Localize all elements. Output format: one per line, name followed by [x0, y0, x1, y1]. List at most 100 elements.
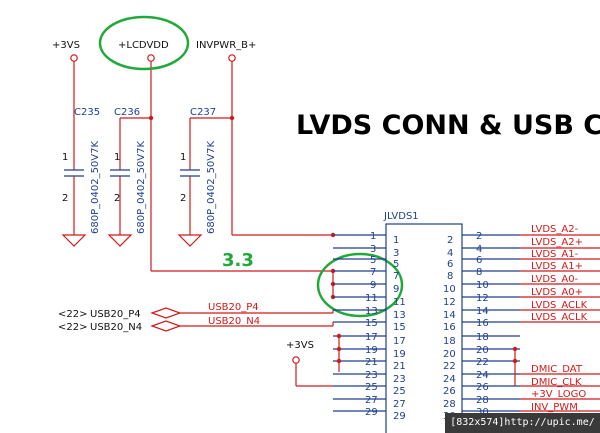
pin-lo-23: 23	[365, 370, 378, 381]
rail-lcdvdd-terminal	[147, 54, 155, 62]
pin-ri-14: 14	[443, 310, 456, 321]
pin-ri-12: 12	[443, 297, 456, 308]
pin-lo-9: 9	[370, 280, 376, 291]
pin-ri-24: 24	[443, 374, 456, 385]
rail-invpwr-label: INVPWR_B+	[196, 40, 256, 51]
usb-p4-net: USB20_P4	[90, 309, 141, 320]
pin-li-27: 27	[393, 399, 406, 410]
voltage-annotation: 3.3	[222, 250, 254, 271]
ground-symbol-c237	[177, 234, 203, 247]
usb-n4-port-symbol	[150, 320, 182, 332]
pin-lo-1: 1	[370, 231, 376, 242]
cap-c235-ref: C235	[74, 107, 100, 118]
usb-n4-net: USB20_N4	[90, 322, 142, 333]
net-dmic-clk: DMIC_CLK	[531, 377, 582, 388]
pin-ri-6: 6	[447, 259, 453, 270]
usb-p4-red-label: USB20_P4	[208, 302, 259, 313]
pin-li-7: 7	[393, 271, 399, 282]
pin-lo-15: 15	[365, 318, 378, 329]
pin-ri-8: 8	[447, 271, 453, 282]
pin-lo-21: 21	[365, 357, 378, 368]
pin-li-15: 15	[393, 322, 406, 333]
pin-ro-18: 18	[476, 332, 489, 343]
pin-ri-2: 2	[447, 235, 453, 246]
pin-lo-5: 5	[370, 255, 376, 266]
pin-ro-6: 6	[476, 255, 482, 266]
pin-li-23: 23	[393, 374, 406, 385]
ground-symbol-c236	[107, 234, 133, 247]
pin-lo-17: 17	[365, 332, 378, 343]
pin-ro-8: 8	[476, 267, 482, 278]
net-lvds-a1-minus: LVDS_A1-	[531, 249, 579, 260]
pin-lo-25: 25	[365, 382, 378, 393]
usb-p4-ref: <22>	[58, 309, 87, 320]
cap-c235-value: 680P_0402_50V7K	[90, 141, 101, 234]
pin-li-19: 19	[393, 349, 406, 360]
usb-n4-red-label: USB20_N4	[208, 316, 260, 327]
pin-ro-10: 10	[476, 280, 489, 291]
pin-ro-22: 22	[476, 357, 489, 368]
pin-ro-4: 4	[476, 244, 482, 255]
connector-body	[385, 223, 463, 433]
pin-lo-11: 11	[365, 293, 378, 304]
pin-lo-19: 19	[365, 345, 378, 356]
ground-symbol-c235	[61, 234, 87, 247]
highlight-lcdvdd-ellipse	[98, 15, 190, 71]
pin-ri-16: 16	[443, 322, 456, 333]
rail-invpwr-terminal	[228, 54, 236, 62]
pin-li-5: 5	[393, 259, 399, 270]
pin-ro-16: 16	[476, 318, 489, 329]
pin-li-3: 3	[393, 248, 399, 259]
watermark-banner: [832x574]http://upic.me/	[445, 413, 600, 433]
pin-ro-30: 30	[476, 407, 489, 418]
cap-c237-ref: C237	[190, 107, 216, 118]
highlight-pins-ellipse	[316, 252, 404, 318]
cap-c235-pin2: 2	[62, 193, 68, 204]
pin-lo-27: 27	[365, 395, 378, 406]
rail-3vs-lower-terminal	[292, 356, 300, 364]
pin-lo-7: 7	[370, 267, 376, 278]
net-lvds-a0-minus: LVDS_A0-	[531, 274, 579, 285]
cap-c236-pin2: 2	[114, 193, 120, 204]
pin-li-29: 29	[393, 411, 406, 422]
cap-c237-pin2: 2	[180, 193, 186, 204]
pin-ri-4: 4	[447, 248, 453, 259]
net-dmic-dat: DMIC_DAT	[531, 364, 583, 375]
cap-c236-value: 680P_0402_50V7K	[136, 141, 147, 234]
rail-3vs-label: +3VS	[52, 40, 80, 51]
pin-lo-13: 13	[365, 306, 378, 317]
pin-li-9: 9	[393, 284, 399, 295]
pin-ro-12: 12	[476, 293, 489, 304]
net-lvds-a1-plus: LVDS_A1+	[531, 261, 583, 272]
usb-p4-port-symbol	[150, 307, 182, 319]
pin-ri-22: 22	[443, 361, 456, 372]
pin-ri-28: 28	[443, 399, 456, 410]
pin-lo-29: 29	[365, 407, 378, 418]
pin-ri-20: 20	[443, 349, 456, 360]
cap-c236-ref: C236	[114, 107, 140, 118]
pin-ri-10: 10	[443, 284, 456, 295]
cap-c237-pin1: 1	[180, 152, 186, 163]
connector-ref: JLVDS1	[383, 211, 419, 222]
pin-ro-20: 20	[476, 345, 489, 356]
pin-ri-18: 18	[443, 336, 456, 347]
pin-li-17: 17	[393, 336, 406, 347]
net-lvds-a2-plus: LVDS_A2+	[531, 237, 583, 248]
sheet-title: LVDS CONN & USB C	[296, 110, 600, 141]
net-inv-pwm: INV_PWM	[531, 402, 578, 413]
pin-li-1: 1	[393, 235, 399, 246]
net-lvds-a0-plus: LVDS_A0+	[531, 287, 583, 298]
rail-lcdvdd-label: +LCDVDD	[118, 40, 169, 51]
pin-li-11: 11	[393, 297, 406, 308]
cap-c236-pin1: 1	[114, 152, 120, 163]
net-lvds-aclk-2: LVDS_ACLK	[531, 312, 588, 323]
net-lvds-aclk-1: LVDS_ACLK	[531, 300, 588, 311]
cap-c237-value: 680P_0402_50V7K	[206, 141, 217, 234]
cap-c235-pin1: 1	[62, 152, 68, 163]
pin-ro-28: 28	[476, 395, 489, 406]
pin-ro-26: 26	[476, 382, 489, 393]
rail-3vs-terminal	[70, 54, 78, 62]
pin-lo-3: 3	[370, 244, 376, 255]
